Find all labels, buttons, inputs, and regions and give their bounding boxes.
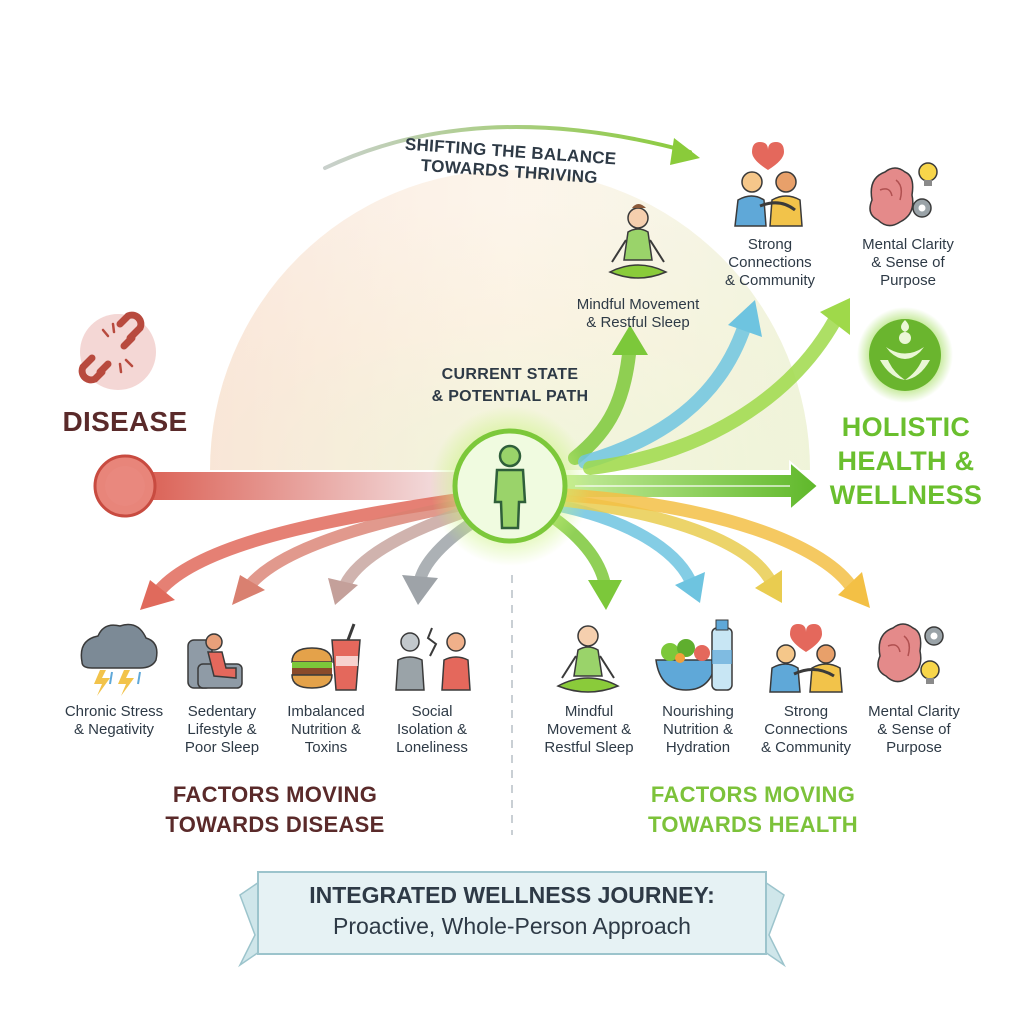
caption-line: & Negativity <box>73 721 155 738</box>
disease-factor-caption: Social Isolation & Loneliness <box>380 703 484 757</box>
disease-factors-heading: FACTORS MOVING TOWARDS DISEASE <box>130 780 420 840</box>
caption-line: & Community <box>724 272 816 289</box>
caption-line: Mindful <box>564 703 614 720</box>
hug-connection-icon-lower <box>769 624 843 693</box>
heading-line: TOWARDS DISEASE <box>165 812 385 837</box>
disease-factor-caption: Sedentary Lifestyle & Poor Sleep <box>172 703 272 757</box>
caption-line: Sedentary <box>187 703 257 720</box>
health-factor-caption: Mental Clarity & Sense of Purpose <box>856 703 972 757</box>
upper-item-caption: Mindful Movement & Restful Sleep <box>558 296 718 332</box>
caption-line: Imbalanced <box>287 703 365 720</box>
caption-line: & Community <box>760 739 852 756</box>
salad-water-icon <box>655 619 733 691</box>
caption-line: & Sense of <box>871 254 945 271</box>
caption-line: Mental Clarity <box>868 703 960 720</box>
caption-line: Restful Sleep <box>544 739 634 756</box>
banner-title: INTEGRATED WELLNESS JOURNEY: <box>309 882 715 908</box>
disease-factor-caption: Imbalanced Nutrition & Toxins <box>274 703 378 757</box>
health-arrows <box>539 488 870 610</box>
upper-item-caption: Strong Connections & Community <box>700 236 840 290</box>
storm-cloud-icon <box>80 623 158 696</box>
heading-line: FACTORS MOVING <box>650 782 856 807</box>
health-factors-heading: FACTORS MOVING TOWARDS HEALTH <box>608 780 898 840</box>
brain-lightbulb-icon-upper <box>869 162 938 227</box>
hug-connection-icon-upper <box>734 142 803 227</box>
armchair-person-icon <box>187 633 243 689</box>
upward-arrows <box>568 298 850 475</box>
meditation-icon-lower <box>556 625 620 693</box>
caption-line: Toxins <box>304 739 348 756</box>
heading-line: FACTORS MOVING <box>172 782 378 807</box>
fast-food-icon <box>291 623 361 691</box>
caption-line: Nutrition & <box>290 721 362 738</box>
caption-line: Connections <box>764 721 848 738</box>
caption-line: Mindful Movement <box>576 296 700 313</box>
caption-line: Poor Sleep <box>184 739 260 756</box>
caption-line: Mental Clarity <box>862 236 954 253</box>
wellness-line2: HEALTH & <box>837 446 975 476</box>
holistic-wellness-icon <box>857 307 953 403</box>
disease-arrows <box>140 493 491 610</box>
disease-factor-caption: Chronic Stress & Negativity <box>52 703 176 739</box>
caption-line: Chronic Stress <box>64 703 164 720</box>
caption-line: Purpose <box>886 739 942 756</box>
caption-line: Social <box>411 703 453 720</box>
isolated-people-icon <box>395 627 471 691</box>
brain-lightbulb-icon-lower <box>877 623 944 684</box>
heading-line: TOWARDS HEALTH <box>648 812 858 837</box>
disease-axis-bar <box>120 472 460 500</box>
caption-line: & Sense of <box>877 721 951 738</box>
caption-line: Loneliness <box>396 739 468 756</box>
caption-line: Nutrition & <box>662 721 734 738</box>
caption-line: Purpose <box>880 272 936 289</box>
current-state-label: CURRENT STATE & POTENTIAL PATH <box>400 364 620 408</box>
top-arc-arrow <box>323 125 692 170</box>
banner-ribbon <box>238 871 786 968</box>
caption-line: Strong <box>747 236 793 253</box>
caption-line: Strong <box>783 703 829 720</box>
current-state-line2: & POTENTIAL PATH <box>431 388 589 405</box>
caption-line: Connections <box>728 254 812 271</box>
person-icon <box>493 444 527 530</box>
banner-text: INTEGRATED WELLNESS JOURNEY: Proactive, … <box>262 880 762 942</box>
upper-item-caption: Mental Clarity & Sense of Purpose <box>840 236 976 290</box>
health-factor-caption: Strong Connections & Community <box>748 703 864 757</box>
broken-chain-icon <box>78 311 156 390</box>
caption-line: Hydration <box>665 739 731 756</box>
wellness-line1: HOLISTIC <box>841 412 971 442</box>
current-state-line1: CURRENT STATE <box>441 366 579 383</box>
meditation-icon-upper <box>608 204 668 279</box>
disease-label: DISEASE <box>62 406 188 437</box>
health-factor-caption: Nourishing Nutrition & Hydration <box>648 703 748 757</box>
wellness-line3: WELLNESS <box>829 480 983 510</box>
health-factor-caption: Mindful Movement & Restful Sleep <box>532 703 646 757</box>
caption-line: Movement & <box>546 721 632 738</box>
holistic-wellness-label: HOLISTIC HEALTH & WELLNESS <box>820 410 992 512</box>
caption-line: Lifestyle & <box>187 721 257 738</box>
caption-line: & Restful Sleep <box>586 314 690 331</box>
caption-line: Isolation & <box>396 721 468 738</box>
caption-line: Nourishing <box>662 703 734 720</box>
banner-subtitle: Proactive, Whole-Person Approach <box>333 913 691 939</box>
